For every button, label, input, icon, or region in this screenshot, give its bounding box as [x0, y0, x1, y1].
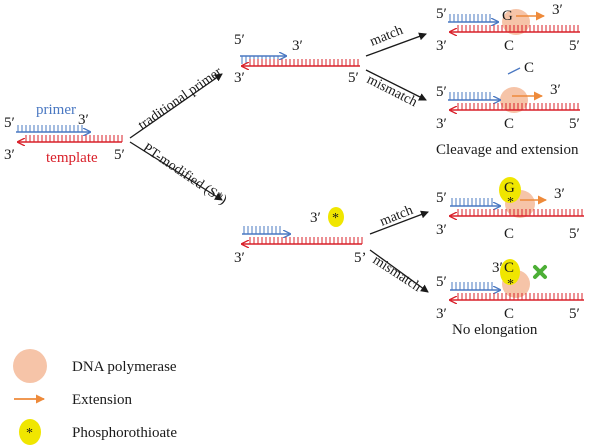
cleaved-base-mark	[507, 67, 521, 75]
trad-mismatch-3prime: 3′	[550, 82, 561, 98]
pt-mismatch-t5prime: 5′	[569, 306, 580, 322]
pt-mismatch-asterisk: *	[507, 277, 514, 292]
trad-match-label: match	[368, 23, 405, 50]
trad-mismatch-t5prime: 5′	[569, 116, 580, 132]
pt-match-primer	[450, 198, 500, 206]
pt-modified-label: PT-modified (S*)	[140, 141, 230, 208]
legend-extension: Extension	[72, 392, 132, 408]
trad-primer-5prime: 5′	[234, 32, 245, 48]
trad-match-template	[450, 25, 580, 32]
pt-template-5prime: 5’	[354, 250, 367, 266]
trad-mismatch-result: C 3′ 5′ 3′ C 5′	[436, 60, 580, 132]
pt-mismatch-5prime: 5′	[436, 274, 447, 290]
phosphorothioate-marker	[499, 177, 521, 203]
trad-match-t5prime: 5′	[569, 38, 580, 54]
initial-duplex: 5′ 3′ primer 3′ 5′ template	[4, 102, 125, 166]
trad-match-result: G 3′ 5′ 3′ C 5′	[436, 2, 580, 54]
trad-primer-3prime: 3′	[292, 38, 303, 54]
phosphorothioate-marker	[328, 207, 344, 227]
pt-match-asterisk: *	[507, 195, 514, 210]
pt-match-t3prime: 3′	[436, 222, 447, 238]
phosphorothioate-legend-icon	[19, 419, 41, 445]
template-5prime-label: 5′	[114, 147, 125, 163]
no-extension-cross-icon	[533, 265, 547, 279]
trad-match-base-g: G	[502, 8, 513, 24]
pt-match-template	[450, 209, 584, 216]
pt-mismatch-base-c: C	[504, 306, 514, 322]
trad-match-base-c: C	[504, 38, 514, 54]
trad-mismatch-base-c: C	[504, 116, 514, 132]
pt-mismatch-base-c-top: C	[504, 260, 514, 276]
legend: DNA polymerase Extension * Phosphorothio…	[13, 349, 177, 445]
phosphorothioate-marker	[500, 259, 520, 285]
cleavage-extension-caption: Cleavage and extension	[436, 142, 579, 158]
primer-3prime-label: 3′	[78, 112, 89, 128]
legend-asterisk: *	[26, 426, 33, 441]
trad-mismatch-template	[450, 103, 580, 110]
branch-arrow-pt-modified	[129, 141, 223, 201]
pt-match-t5prime: 5′	[569, 226, 580, 242]
pt-mismatch-t3prime: 3′	[436, 306, 447, 322]
pt-asterisk: *	[332, 211, 339, 226]
primer-strand	[16, 125, 90, 132]
no-elongation-caption: No elongation	[452, 322, 538, 338]
primer-label: primer	[36, 102, 76, 118]
template-3prime-label: 3′	[4, 147, 15, 163]
trad-mismatch-t3prime: 3′	[436, 116, 447, 132]
pt-match-base-g: G	[504, 180, 515, 196]
polymerase-blob	[500, 87, 528, 113]
pt-match-result: G * 3′ 5′ 3′ C 5′	[436, 177, 584, 242]
legend-dna-polymerase: DNA polymerase	[72, 359, 177, 375]
pt-mismatch-primer	[450, 282, 500, 290]
trad-mismatch-label: mismatch	[364, 72, 419, 110]
traditional-template-strand	[242, 59, 360, 66]
trad-mismatch-5prime: 5′	[436, 84, 447, 100]
pt-match-5prime: 5′	[436, 190, 447, 206]
pt-template-3prime: 3′	[234, 250, 245, 266]
trad-match-5prime: 5′	[436, 6, 447, 22]
legend-phosphorothioate: Phosphorothioate	[72, 425, 177, 441]
trad-match-t3prime: 3′	[436, 38, 447, 54]
trad-template-5prime: 5′	[348, 70, 359, 86]
primer-5prime-label: 5′	[4, 115, 15, 131]
trad-mismatch-primer	[448, 92, 500, 100]
trad-template-3prime: 3′	[234, 70, 245, 86]
pt-mismatch-result: 3′ C * 5′ 3′ C 5′	[436, 259, 584, 322]
pt-duplex: 3′ * 3′ 5’	[234, 207, 367, 266]
pt-match-3prime: 3′	[554, 186, 565, 202]
cleaved-base-c: C	[524, 60, 534, 76]
traditional-primer-label: traditional primer	[136, 64, 225, 133]
branch-arrow-traditional	[129, 73, 223, 139]
pt-mismatch-arrow	[369, 249, 429, 293]
trad-match-arrow	[365, 32, 427, 57]
template-label: template	[46, 150, 98, 166]
pt-match-base-c: C	[504, 226, 514, 242]
trad-match-primer	[448, 14, 498, 22]
pt-mismatch-template	[450, 293, 584, 300]
polymerase-legend-icon	[13, 349, 47, 383]
pt-mismatch-label: mismatch	[370, 253, 424, 295]
pt-mismatch-3prime: 3′	[492, 260, 503, 276]
pt-match-arrow	[369, 210, 429, 235]
pt-match-label: match	[378, 203, 415, 230]
pt-primer-strand	[242, 226, 290, 234]
traditional-primer-strand	[240, 56, 286, 64]
trad-match-3prime: 3′	[552, 2, 563, 18]
template-strand	[18, 135, 123, 142]
pt-template-strand	[242, 237, 363, 244]
pt-primer-3prime: 3′	[310, 210, 321, 226]
trad-mismatch-arrow	[365, 69, 427, 101]
traditional-duplex: 5′ 3′ 3′ 5′	[234, 32, 360, 86]
